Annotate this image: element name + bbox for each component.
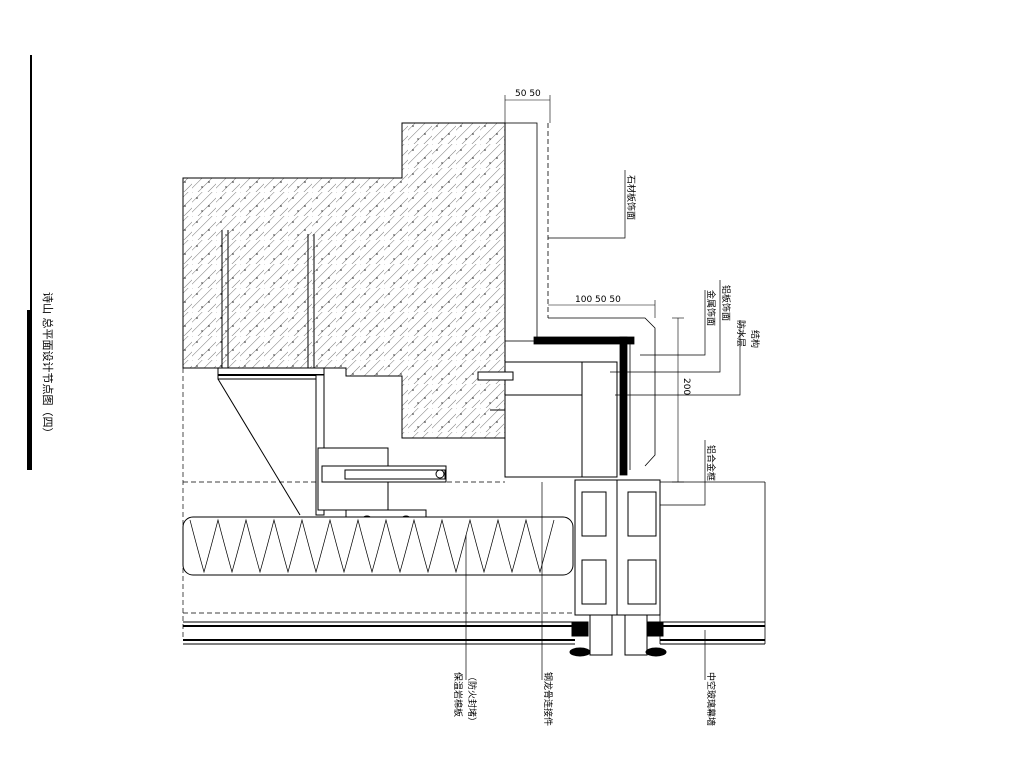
- glass-panel: [659, 481, 766, 644]
- label-bracket: 钢龙骨连接件: [542, 672, 554, 726]
- side-dimension-label: 200: [681, 378, 691, 395]
- title-block: 诗山 总平面设计节点图（四）: [27, 55, 55, 470]
- label-sheet-b: 铝板饰面: [720, 285, 732, 321]
- top-dimension-label: 50 50: [515, 89, 541, 99]
- aluminium-frame: [504, 361, 667, 657]
- drawing-title: 诗山 总平面设计节点图（四）: [41, 292, 55, 439]
- label-insulation-2: （防火封堵）: [466, 672, 478, 726]
- mid-dimension-label: 100 50 50: [575, 295, 621, 305]
- label-sheet-c: 防水层: [735, 320, 747, 347]
- stone-panel: [504, 122, 656, 476]
- label-frame: 铝合金框: [705, 445, 717, 481]
- label-sheet-a: 金属饰面: [705, 290, 717, 326]
- label-insulation-1: 保温岩棉板: [452, 672, 464, 717]
- label-stone-board: 石材板饰面: [625, 175, 637, 220]
- dimensions: [504, 95, 684, 483]
- leader-lines: [465, 170, 741, 680]
- label-sheet-d: 结构: [749, 330, 761, 348]
- concrete-structure: [182, 122, 506, 439]
- anchor-bolt: [477, 371, 514, 411]
- label-glass: 中空玻璃幕墙: [705, 672, 717, 726]
- glazing-lines: [183, 621, 765, 645]
- insulation-strip: [182, 516, 574, 576]
